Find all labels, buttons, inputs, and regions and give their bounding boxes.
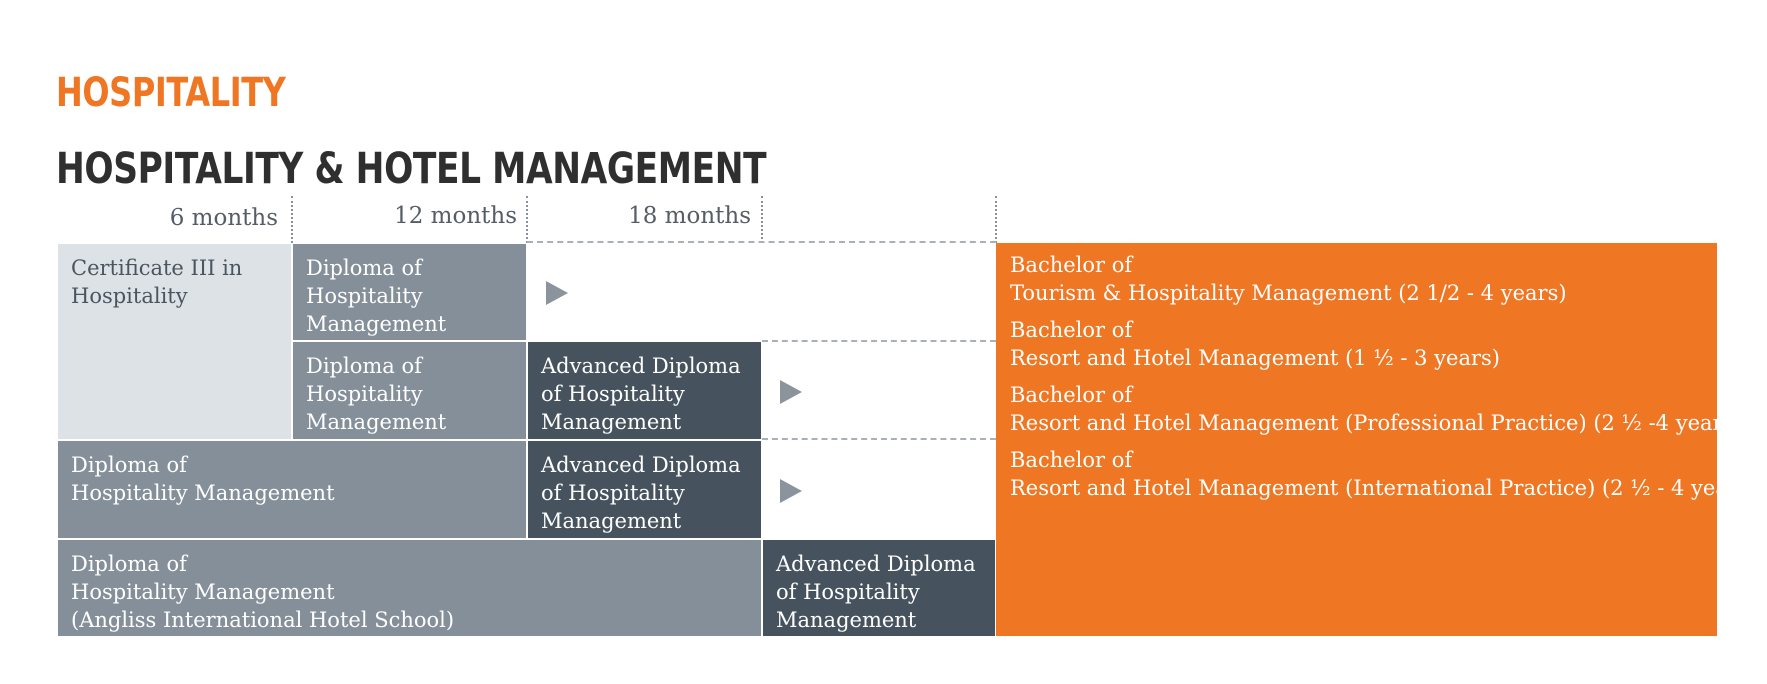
- triangle-right-icon: [780, 479, 802, 503]
- timeline-label-6-months: 6 months: [169, 205, 278, 231]
- cell-text: Diploma of: [306, 256, 422, 280]
- bachelor-title: Resort and Hotel Management (Internation…: [1010, 476, 1757, 500]
- cell-text: Hospitality Management: [71, 580, 335, 604]
- bachelor-label: Bachelor of: [1010, 383, 1133, 407]
- bachelor-label: Bachelor of: [1010, 318, 1133, 342]
- timeline-divider: [526, 196, 528, 243]
- certificate-iii-cell: Certificate III in Hospitality: [57, 243, 292, 440]
- advanced-diploma-cell-row4: Advanced Diploma of Hospitality Manageme…: [762, 539, 996, 637]
- category-heading: HOSPITALITY: [56, 70, 286, 116]
- timeline-divider: [291, 196, 293, 243]
- bachelor-item: Bachelor of Resort and Hotel Management …: [1010, 381, 1742, 437]
- timeline-label-12-months: 12 months: [394, 203, 517, 229]
- bachelor-label: Bachelor of: [1010, 253, 1133, 277]
- cell-text: Management: [541, 410, 682, 434]
- cell-text: Diploma of: [306, 354, 422, 378]
- bachelor-title: Resort and Hotel Management (Professiona…: [1010, 411, 1742, 435]
- cell-text: Hospitality: [71, 284, 188, 308]
- cell-text: Management: [306, 312, 447, 336]
- diploma-cell-row3: Diploma of Hospitality Management: [57, 440, 527, 539]
- bachelor-title: Tourism & Hospitality Management (2 1/2 …: [1010, 281, 1567, 305]
- cell-text: Hospitality: [306, 382, 423, 406]
- timeline-divider: [761, 196, 763, 243]
- triangle-right-icon: [546, 281, 568, 305]
- advanced-diploma-cell-row3: Advanced Diploma of Hospitality Manageme…: [527, 440, 762, 539]
- bachelor-item: Bachelor of Tourism & Hospitality Manage…: [1010, 251, 1707, 307]
- cell-text: Hospitality Management: [71, 481, 335, 505]
- row-guide-line: [762, 438, 996, 440]
- cell-text: Advanced Diploma: [776, 552, 976, 576]
- row-guide-line: [527, 241, 996, 243]
- cell-text: Diploma of: [71, 552, 187, 576]
- cell-text: Management: [776, 608, 917, 632]
- triangle-right-icon: [780, 380, 802, 404]
- row-guide-line: [762, 340, 996, 342]
- timeline-divider: [995, 196, 997, 243]
- advanced-diploma-cell-row2: Advanced Diploma of Hospitality Manageme…: [527, 341, 762, 440]
- bachelor-degrees-panel: Bachelor of Tourism & Hospitality Manage…: [996, 243, 1757, 636]
- cell-text: Management: [541, 509, 682, 533]
- cell-text: Certificate III in: [71, 256, 243, 280]
- cell-text: Management: [306, 410, 447, 434]
- cell-text: Advanced Diploma: [541, 354, 741, 378]
- bachelor-title: Resort and Hotel Management (1 ½ - 3 yea…: [1010, 346, 1500, 370]
- diploma-cell-row2: Diploma of Hospitality Management: [292, 341, 527, 440]
- cell-text: of Hospitality: [541, 382, 685, 406]
- cell-text: of Hospitality: [541, 481, 685, 505]
- timeline-label-18-months: 18 months: [628, 203, 751, 229]
- cell-text: Diploma of: [71, 453, 187, 477]
- cell-text: (Angliss International Hotel School): [71, 608, 455, 632]
- bachelor-item: Bachelor of Resort and Hotel Management …: [1010, 316, 1707, 372]
- diploma-cell-row4: Diploma of Hospitality Management (Angli…: [57, 539, 762, 637]
- cell-text: of Hospitality: [776, 580, 920, 604]
- bachelor-label: Bachelor of: [1010, 448, 1133, 472]
- cell-text: Hospitality: [306, 284, 423, 308]
- page-title: HOSPITALITY & HOTEL MANAGEMENT: [56, 144, 767, 194]
- diploma-cell-row1: Diploma of Hospitality Management: [292, 243, 527, 341]
- bachelor-item: Bachelor of Resort and Hotel Management …: [1010, 446, 1757, 502]
- cell-text: Advanced Diploma: [541, 453, 741, 477]
